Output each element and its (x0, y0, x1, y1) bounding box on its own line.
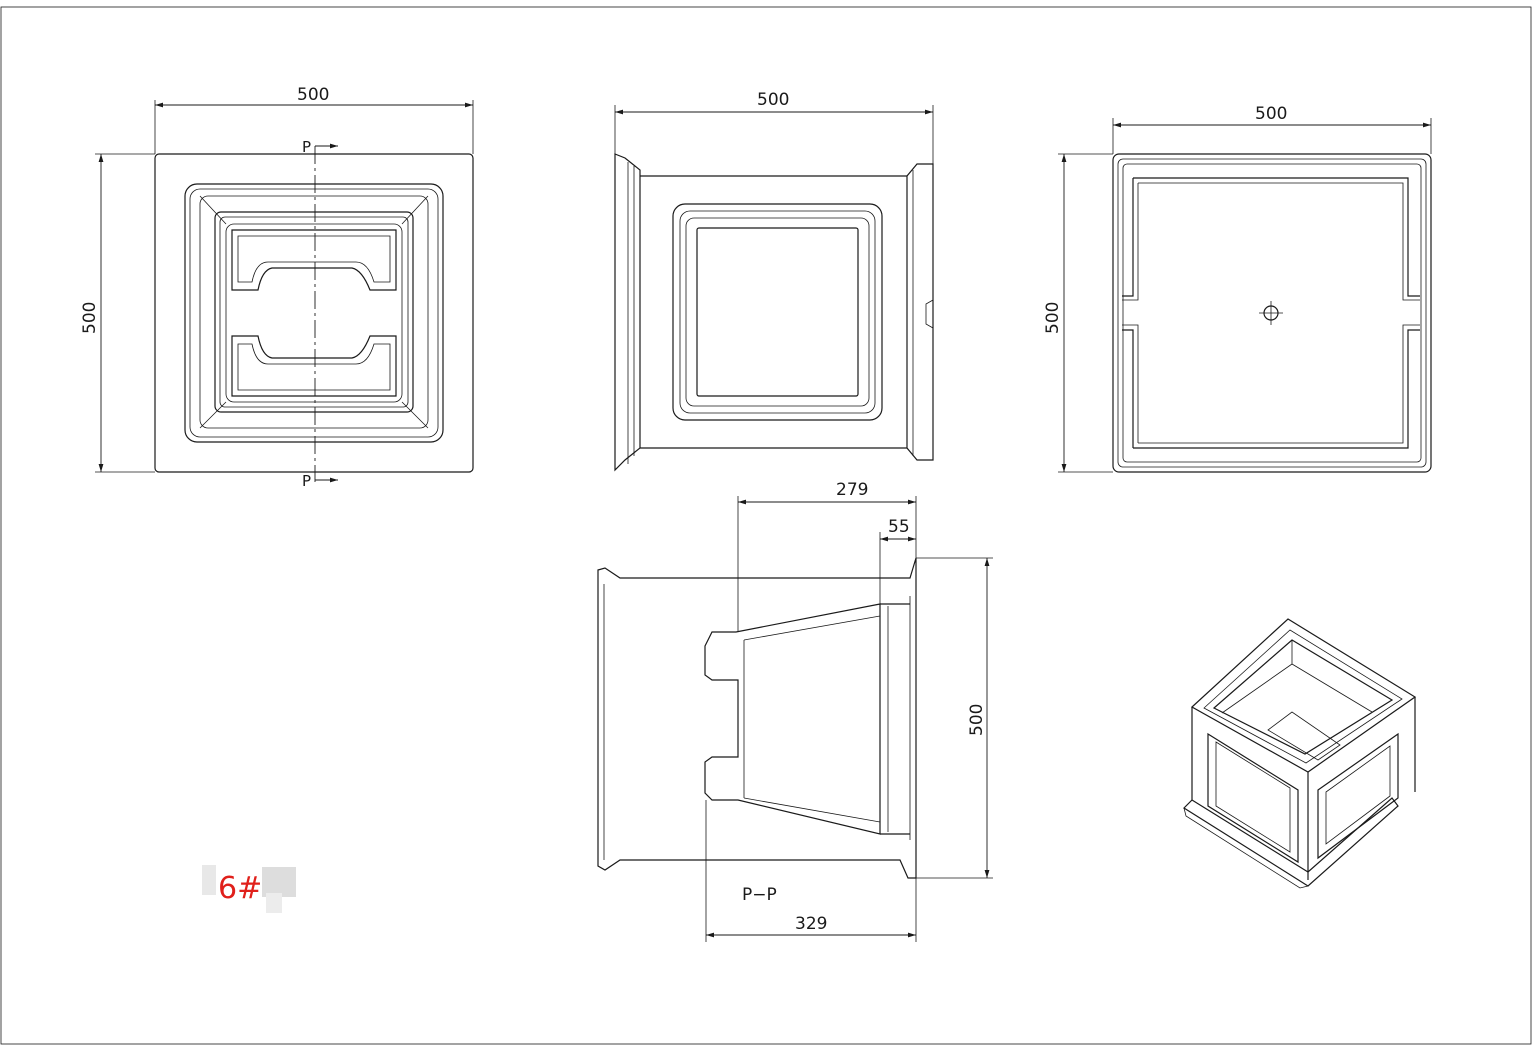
bottom-view-width-dim: 500 (1255, 104, 1287, 124)
section-dim-500: 500 (967, 704, 987, 736)
section-view: 279 55 500 329 P−P (597, 480, 993, 942)
top-view: P P 500 500 (80, 85, 474, 490)
section-dim-279: 279 (836, 480, 868, 500)
top-view-height-dim: 500 (80, 302, 100, 334)
bottom-view-height-dim: 500 (1043, 302, 1063, 334)
bottom-view: 500 500 (1043, 104, 1432, 473)
sheet-border (0, 6, 1532, 1045)
section-hatched-body (597, 557, 917, 879)
front-view: 500 (614, 90, 934, 472)
part-tag: 6# (202, 865, 296, 913)
section-dim-329: 329 (795, 914, 827, 934)
isometric-view (1183, 618, 1417, 889)
section-marker-bottom: P (302, 472, 311, 490)
section-dim-55: 55 (888, 517, 910, 537)
front-view-width-dim: 500 (757, 90, 789, 110)
section-label: P−P (742, 885, 777, 905)
section-marker-top: P (302, 138, 311, 156)
part-number-label: 6# (218, 871, 262, 906)
top-view-width-dim: 500 (297, 85, 329, 105)
